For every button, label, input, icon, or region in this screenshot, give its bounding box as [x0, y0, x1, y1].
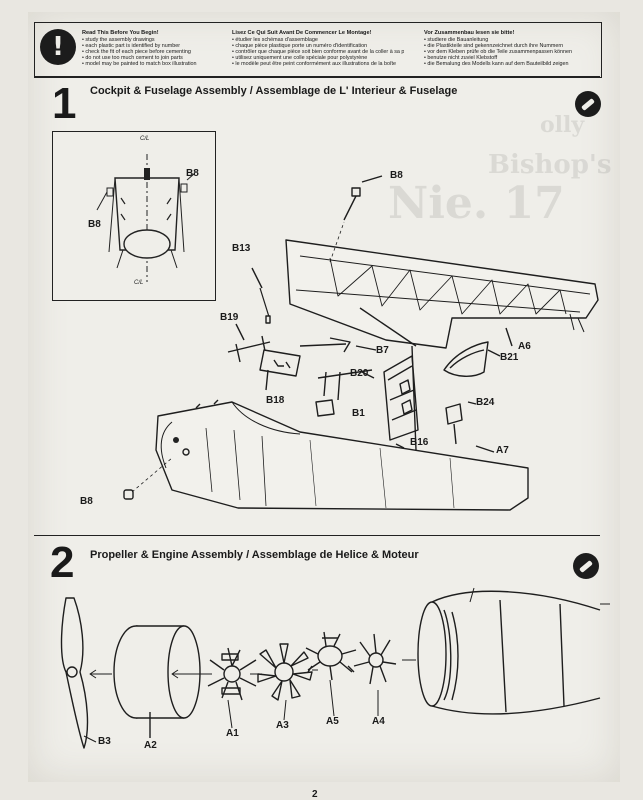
- part-label-b13: B13: [232, 243, 251, 254]
- header-line: • check the fit of each piece before cem…: [82, 49, 191, 56]
- part-label-a3: A3: [276, 720, 289, 731]
- part-label-b3: B3: [98, 736, 111, 747]
- header-line: • vor dem Kleben prüfe ob die Teile zusa…: [424, 49, 573, 56]
- page-number: 2: [312, 789, 318, 800]
- part-label-b19: B19: [220, 312, 239, 323]
- part-label-b1: B1: [352, 408, 365, 419]
- glue-icon: [575, 91, 601, 117]
- section-divider: [34, 76, 600, 77]
- header-title-german: Vor Zusammenbau lesen sie bitte!: [424, 30, 515, 36]
- part-label-a1: A1: [226, 728, 239, 739]
- header-column-french: Lisez Ce Qui Suit Avant De Commencer Le …: [232, 30, 404, 68]
- header-line: • die Plastikteile sind gekennzeichnet d…: [424, 43, 564, 50]
- header-column-english: Read This Before You Begin! • study the …: [82, 30, 244, 68]
- step-2-number: 2: [50, 538, 75, 587]
- header-line: • do not use too much cement to join par…: [82, 55, 183, 62]
- header-column-german: Vor Zusammenbau lesen sie bitte! • studi…: [424, 30, 594, 68]
- part-label-b16: B16: [410, 437, 429, 448]
- part-label-b21: B21: [500, 352, 519, 363]
- header-title-french: Lisez Ce Qui Suit Avant De Commencer Le …: [232, 30, 372, 36]
- exclamation-icon: !: [40, 29, 76, 65]
- header-line: • model may be painted to match box illu…: [82, 61, 197, 68]
- header-title-english: Read This Before You Begin!: [82, 30, 159, 36]
- header-line: • each plastic part is identified by num…: [82, 43, 181, 50]
- part-label-a6: A6: [518, 341, 531, 352]
- header-line: • étudier les schémas d'assemblage: [232, 37, 318, 44]
- cockpit-inset-diagram: [52, 131, 216, 301]
- step-1-title: Cockpit & Fuselage Assembly / Assemblage…: [90, 85, 458, 97]
- part-label-a2: A2: [144, 740, 157, 751]
- header-line: • die Bemalung des Modells kann auf dem …: [424, 61, 569, 68]
- header-line: • benutze nicht zuviel Klebstoff: [424, 55, 498, 62]
- part-label-b8: B8: [80, 496, 93, 507]
- part-label-b8: B8: [390, 170, 403, 181]
- step-1-number: 1: [52, 79, 77, 128]
- part-label-b18: B18: [266, 395, 285, 406]
- header-line: • utilisez uniquement une colle spéciale…: [232, 55, 368, 62]
- section-divider: [34, 535, 600, 536]
- header-line: • study the assembly drawings: [82, 37, 155, 44]
- glue-icon: [573, 553, 599, 579]
- part-label-a5: A5: [326, 716, 339, 727]
- step-2-title: Propeller & Engine Assembly / Assemblage…: [90, 549, 419, 561]
- part-label-b8: B8: [88, 219, 101, 230]
- centerline-label-bottom: C/L: [134, 280, 144, 286]
- part-label-b20: B20: [350, 368, 369, 379]
- header-line: • studiere die Bauanleitung: [424, 37, 489, 44]
- part-label-b8: B8: [186, 168, 199, 179]
- part-label-b24: B24: [476, 397, 495, 408]
- header-line: • le modèle peut être peint conformément…: [232, 61, 396, 68]
- header-line: • chaque pièce plastique porte un numéro…: [232, 43, 368, 50]
- part-label-a7: A7: [496, 445, 509, 456]
- centerline-label-top: C/L: [140, 136, 150, 142]
- part-label-a4: A4: [372, 716, 385, 727]
- part-label-b7: B7: [376, 345, 389, 356]
- header-line: • contrôler que chaque pièce soit bien c…: [232, 49, 404, 56]
- read-before-box: [34, 22, 602, 78]
